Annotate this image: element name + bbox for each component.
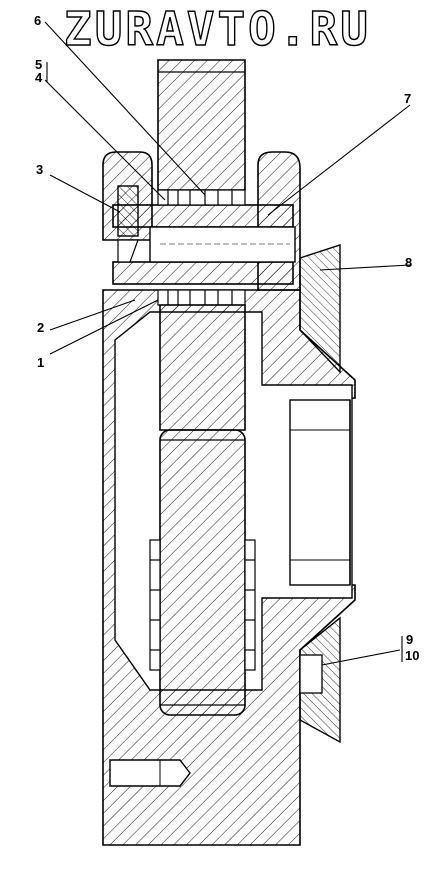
pin-bore: [149, 226, 296, 263]
roller-bearing-right: [244, 539, 256, 671]
callout-9: 9: [406, 632, 414, 647]
pin-7: [112, 204, 294, 228]
callout-1: 1: [37, 355, 45, 370]
bottom-plug: [109, 759, 191, 787]
callout-7: 7: [404, 91, 412, 106]
cover-8: [299, 244, 341, 374]
callout-6: 6: [34, 13, 42, 28]
roller-bearing-left: [149, 539, 161, 671]
callout-4: 4: [35, 70, 43, 85]
bolt-10: [299, 654, 323, 694]
hub-cavity: [289, 399, 351, 586]
callout-2: 2: [37, 320, 45, 335]
roller-wheel: [159, 304, 246, 431]
callout-3: 3: [36, 162, 44, 177]
pin-7-lower: [112, 261, 294, 285]
needle-bearing-upper: [157, 189, 246, 206]
leader-lines: [44, 21, 411, 666]
callout-8: 8: [405, 255, 413, 270]
needle-bearing-lower: [157, 289, 246, 306]
central-gear-shaft: [157, 59, 246, 191]
plug-3: [117, 185, 139, 237]
callout-10: 10: [405, 648, 420, 663]
callout-5: 5: [35, 57, 43, 72]
roller-rim: [159, 429, 246, 716]
